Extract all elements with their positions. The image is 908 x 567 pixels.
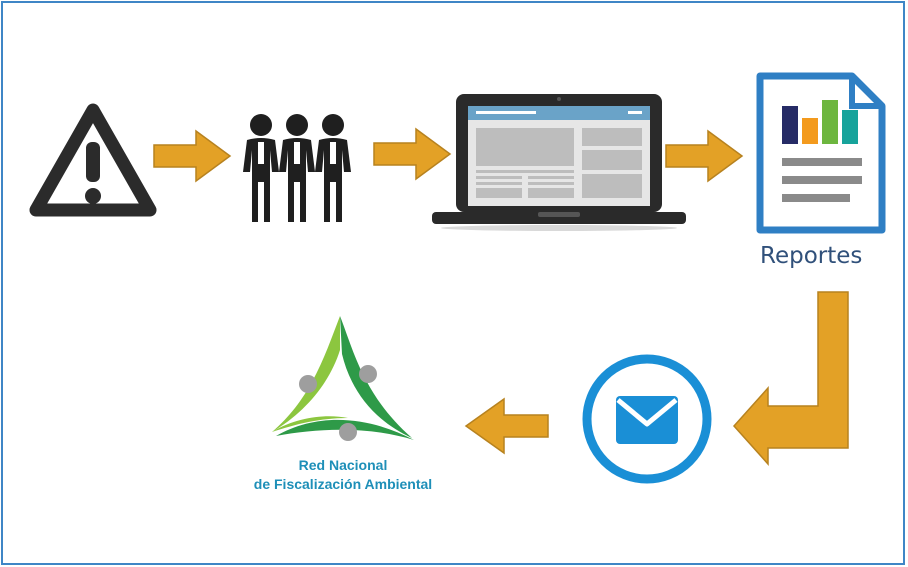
flow-arrow-1 [153,129,232,183]
people-group-icon [243,114,351,222]
flow-arrow-3 [665,129,744,183]
network-logo [272,316,414,441]
envelope-icon [582,354,712,484]
report-document-icon [756,72,886,234]
reports-label: Reportes [760,243,863,269]
laptop-icon [432,94,686,231]
network-logo-line2: de Fiscalización Ambiental [253,476,433,492]
network-logo-line1: Red Nacional [298,457,388,473]
warning-triangle-icon [29,103,157,217]
network-logo-text: Red Nacional de Fiscalización Ambiental [228,456,458,494]
flow-arrow-2 [373,127,452,181]
flow-arrow-bent [732,291,849,466]
flow-arrow-left [464,397,549,455]
